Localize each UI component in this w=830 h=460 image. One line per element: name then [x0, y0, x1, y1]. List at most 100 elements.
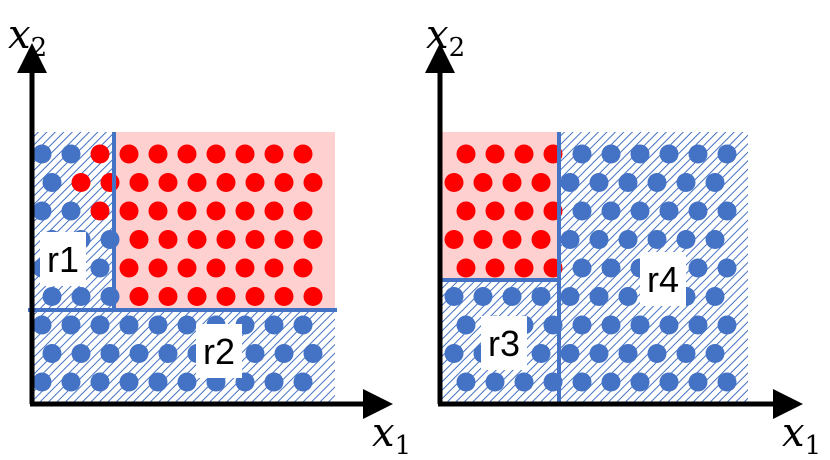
red-dot [100, 173, 120, 192]
blue-dot [560, 344, 580, 363]
red-dot [71, 173, 91, 192]
red-dot [245, 230, 265, 249]
red-dot [206, 201, 226, 221]
red-dot [485, 144, 505, 164]
blue-dot [688, 258, 708, 278]
blue-dot [688, 372, 708, 392]
blue-dot [676, 344, 696, 363]
blue-dot [705, 344, 725, 363]
blue-dot [630, 201, 650, 221]
region-label-r3-text: r3 [488, 323, 520, 364]
red-dot [502, 230, 522, 249]
red-dot [216, 173, 236, 192]
red-dot [293, 258, 313, 278]
blue-dot [264, 372, 284, 392]
red-dot [274, 287, 294, 306]
blue-dot [618, 173, 638, 192]
blue-dot [119, 315, 139, 335]
blue-dot [705, 287, 725, 306]
blue-dot [32, 372, 52, 392]
red-dot [514, 201, 534, 221]
red-dot [274, 173, 294, 192]
red-dot [264, 258, 284, 278]
blue-dot [473, 287, 493, 306]
red-dot [177, 201, 197, 221]
left-x-axis-label: x1 [372, 410, 411, 460]
red-dot [129, 287, 149, 306]
blue-dot [444, 344, 464, 363]
blue-dot [572, 201, 592, 221]
blue-dot [717, 201, 737, 221]
red-dot [303, 173, 323, 192]
red-dot [473, 230, 493, 249]
blue-dot [630, 144, 650, 164]
blue-dot [647, 230, 667, 249]
red-dot [456, 201, 476, 221]
blue-dot [601, 201, 621, 221]
blue-dot [560, 230, 580, 249]
right-x-axis-label: x1 [782, 410, 821, 460]
blue-dot [485, 372, 505, 392]
blue-dot [71, 344, 91, 363]
blue-dot [572, 144, 592, 164]
blue-dot [61, 315, 81, 335]
red-dot [119, 258, 139, 278]
blue-dot [572, 258, 592, 278]
right-panel: r3 r4 x2 x1 [425, 12, 821, 460]
red-dot [444, 173, 464, 192]
red-dot [473, 173, 493, 192]
blue-dot [630, 372, 650, 392]
red-dot [119, 201, 139, 221]
red-dot [158, 287, 178, 306]
blue-dot [589, 230, 609, 249]
red-dot [148, 258, 168, 278]
red-dot [274, 230, 294, 249]
blue-dot [293, 315, 313, 335]
red-dot [293, 144, 313, 164]
blue-dot [560, 173, 580, 192]
blue-dot [32, 144, 52, 164]
blue-dot [42, 287, 62, 306]
red-dot [206, 258, 226, 278]
red-dot [187, 230, 207, 249]
blue-dot [618, 287, 638, 306]
blue-dot [177, 315, 197, 335]
blue-dot [100, 344, 120, 363]
blue-dot [572, 315, 592, 335]
blue-dot [303, 344, 323, 363]
region-label-r1: r1 [40, 232, 86, 286]
red-dot [293, 201, 313, 221]
blue-dot [264, 315, 284, 335]
red-dot [119, 144, 139, 164]
region-label-r3: r3 [481, 316, 527, 370]
blue-dot [32, 315, 52, 335]
blue-dot [601, 258, 621, 278]
blue-dot [100, 230, 120, 249]
red-dot [158, 230, 178, 249]
red-dot [235, 201, 255, 221]
blue-dot [589, 173, 609, 192]
region-label-r1-text: r1 [47, 239, 79, 280]
right-y-axis-label: x2 [426, 12, 465, 63]
red-dot [216, 230, 236, 249]
left-panel: r1 r2 x2 x1 [8, 12, 411, 460]
blue-dot [531, 344, 551, 363]
blue-dot [32, 201, 52, 221]
blue-dot [659, 144, 679, 164]
blue-dot [688, 315, 708, 335]
red-dot [158, 173, 178, 192]
red-dot [245, 287, 265, 306]
blue-dot [589, 287, 609, 306]
red-dot [502, 173, 522, 192]
blue-dot [717, 144, 737, 164]
blue-dot [42, 344, 62, 363]
red-dot [531, 230, 551, 249]
blue-dot [560, 287, 580, 306]
red-dot [485, 201, 505, 221]
region-label-r4: r4 [640, 252, 686, 306]
blue-dot [90, 258, 110, 278]
blue-dot [659, 372, 679, 392]
red-dot [235, 258, 255, 278]
blue-dot [148, 372, 168, 392]
blue-dot [531, 287, 551, 306]
